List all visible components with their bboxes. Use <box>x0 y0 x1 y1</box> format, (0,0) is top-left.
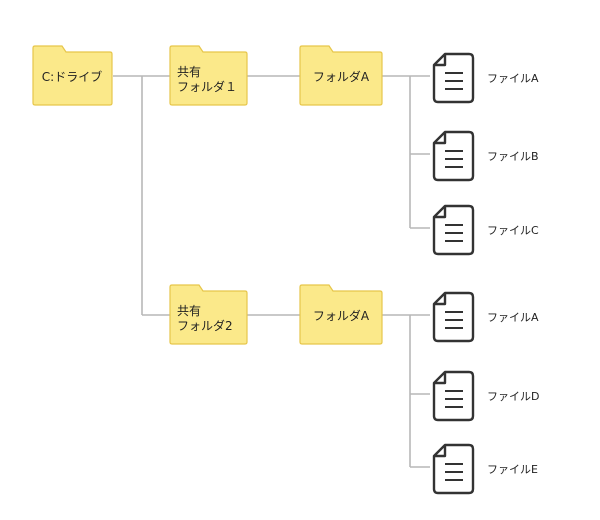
document-icon <box>432 291 475 343</box>
shared-folder-1[interactable]: 共有 フォルダ１ <box>169 45 248 106</box>
folder-icon <box>32 45 113 106</box>
folder-icon <box>169 284 248 345</box>
document-lines <box>445 390 463 408</box>
document-lines <box>445 311 463 329</box>
folder-icon <box>299 45 383 106</box>
folder-icon <box>299 284 383 345</box>
shared-folder-2-label-line2: フォルダ2 <box>177 318 233 333</box>
document-lines <box>445 150 463 168</box>
folder-a-1[interactable]: フォルダA <box>299 45 383 106</box>
file-label: ファイルD <box>487 390 539 403</box>
folder-icon <box>169 45 248 106</box>
file-label: ファイルB <box>487 150 539 163</box>
file-label: ファイルA <box>487 72 539 85</box>
shared-folder-2[interactable]: 共有 フォルダ2 <box>169 284 248 345</box>
file-item[interactable]: ファイルE <box>432 443 538 495</box>
folder-a-1-label: フォルダA <box>313 69 370 84</box>
document-lines <box>445 463 463 481</box>
document-icon <box>432 204 475 256</box>
file-item[interactable]: ファイルC <box>432 204 539 256</box>
file-label: ファイルE <box>487 463 538 476</box>
shared-folder-1-label-line1: 共有 <box>177 65 201 79</box>
shared-folder-2-label-line1: 共有 <box>177 304 201 318</box>
file-label: ファイルC <box>487 224 539 237</box>
connectors <box>113 75 430 468</box>
document-lines <box>445 224 463 242</box>
file-item[interactable]: ファイルA <box>432 52 539 104</box>
shared-folder-1-label-line2: フォルダ１ <box>177 79 237 94</box>
file-item[interactable]: ファイルD <box>432 370 539 422</box>
root-folder[interactable]: C:ドライブ <box>32 45 113 106</box>
file-item[interactable]: ファイルA <box>432 291 539 343</box>
root-folder-label: C:ドライブ <box>42 69 102 84</box>
document-icon <box>432 443 475 495</box>
file-label: ファイルA <box>487 311 539 324</box>
folder-a-2-label: フォルダA <box>313 308 370 323</box>
folder-a-2[interactable]: フォルダA <box>299 284 383 345</box>
document-icon <box>432 52 475 104</box>
document-icon <box>432 130 475 182</box>
document-icon <box>432 370 475 422</box>
file-item[interactable]: ファイルB <box>432 130 539 182</box>
document-lines <box>445 72 463 90</box>
